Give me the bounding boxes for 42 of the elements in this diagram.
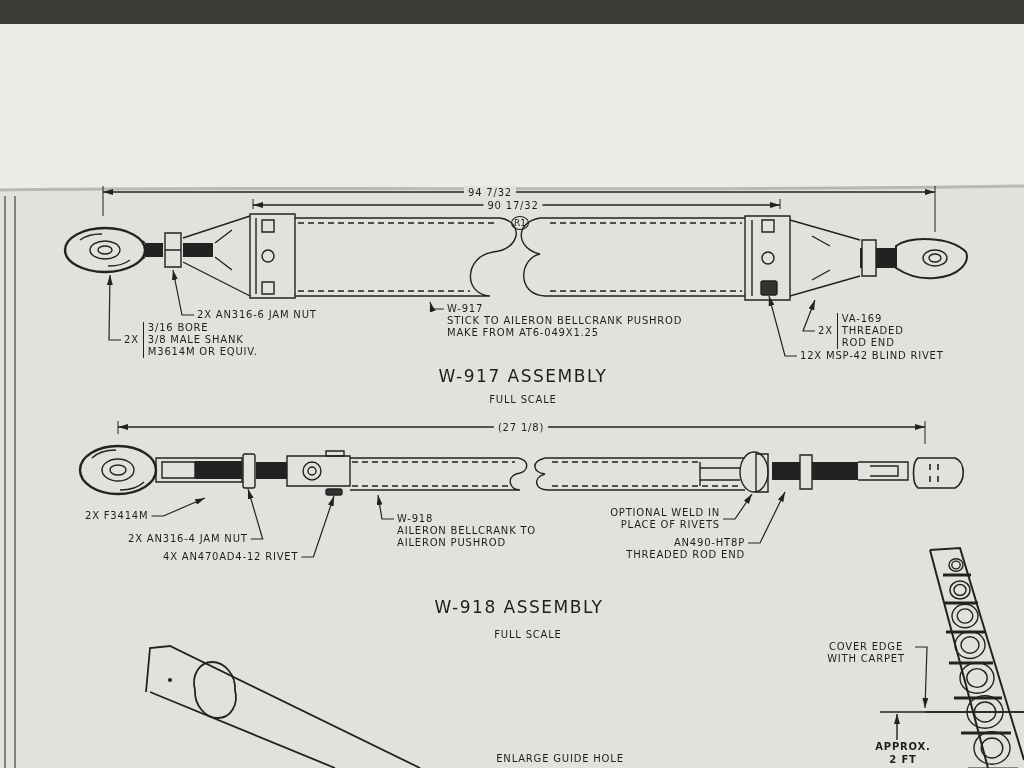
part-number: W-918 [397,513,435,525]
leader-line [914,646,929,709]
callout-text: COVER EDGE WITH CARPET [826,641,906,665]
callout-text: 2X AN316-6 JAM NUT [197,309,317,321]
callout-text: THREADED ROD END [625,549,745,561]
leader-line [722,493,753,520]
leader-line [172,269,195,316]
assembly-title: W-917 ASSEMBLY [438,366,608,386]
callout-text: THREADED ROD END [841,325,905,349]
callout-text: OPTIONAL WELD IN PLACE OF RIVETS [609,507,720,531]
leader-line [300,495,335,558]
leader-line [150,497,206,517]
leader-line [106,274,122,341]
part-number: W-917 [447,303,485,315]
scale-note: FULL SCALE [489,393,557,406]
callout-text: STICK TO AILERON BELLCRANK PUSHROD [447,315,683,327]
assembly-title: W-918 ASSEMBLY [434,597,604,617]
note-text: ENLARGE GUIDE HOLE [496,752,624,765]
callout-text: M3614M OR EQUIV. [147,346,258,358]
leader-line [376,494,395,520]
callout-text: 12X MSP-42 BLIND RIVET [800,350,944,362]
quantity-text: 2X [124,334,139,346]
callout-text: VA-169 [841,313,884,325]
quantity-text: 2X [818,325,833,337]
callout-text: 2X AN316-4 JAM NUT [128,533,248,545]
callout-text: 3/16 BORE [147,322,210,334]
callout-text: 2X F3414M [85,510,149,522]
leader-line [768,295,798,357]
leader-line [247,488,264,540]
leader-line [429,301,445,313]
callout-text: 4X AN470AD4-12 RIVET [163,551,299,563]
leader-line [802,299,816,332]
leader-line [747,491,786,544]
dimension-text: APPROX. 2 FT [874,740,932,766]
callout-text: 3/8 MALE SHANK [147,334,245,346]
part-number: AN490-HT8P [672,537,745,549]
scale-note: FULL SCALE [494,628,562,641]
dimension-text: 90 17/32 [483,199,543,212]
callout-text: AILERON BELLCRANK TO AILERON PUSHROD [397,525,538,549]
callout-text: MAKE FROM AT6-049X1.25 [447,327,600,339]
dimension-text: (27 1/8) [493,421,549,434]
dimension-text: 94 7/32 [464,186,516,199]
